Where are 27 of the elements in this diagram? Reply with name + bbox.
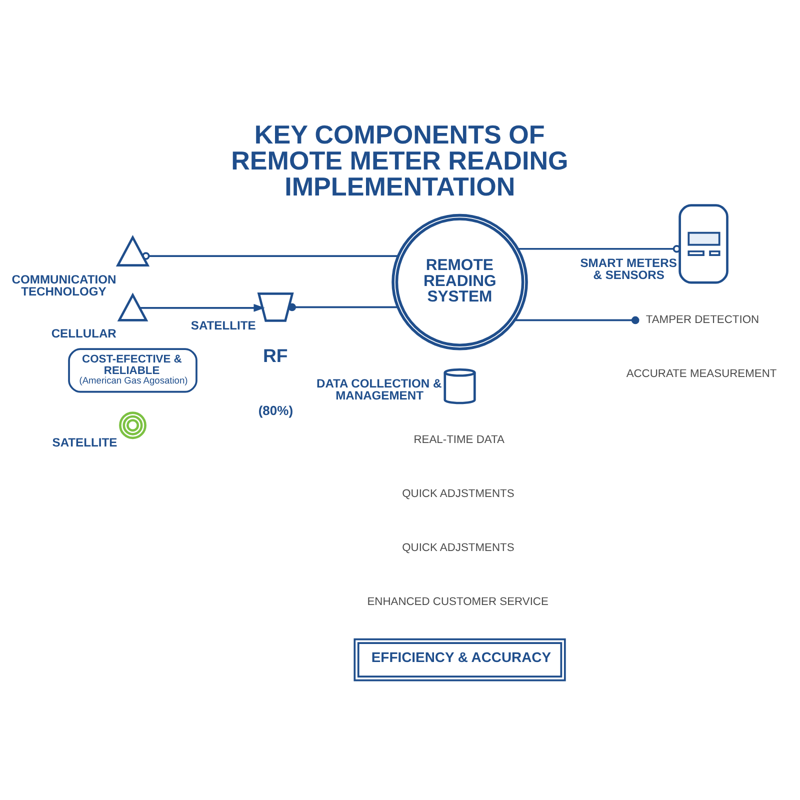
node-box: EFFICIENCY & ACCURACY: [354, 638, 566, 682]
node-label: CELLULAR: [51, 326, 116, 340]
connector: [288, 303, 398, 312]
node-box: COST-EFECTIVE & RELIABLE (American Gas Agosation): [68, 348, 198, 393]
node-picture: [119, 412, 146, 440]
connector: [518, 244, 681, 253]
node-label: COMMUNICATION TECHNOLOGY: [12, 272, 116, 298]
arrow: [140, 304, 265, 312]
node-picture: [117, 292, 148, 322]
label: RF: [263, 345, 288, 366]
label: (80%): [258, 402, 294, 418]
node-label: SMART METERS & SENSORS: [580, 256, 677, 282]
node-picture: [678, 204, 728, 284]
label: ENHANCED CUSTOMER SERVICE: [367, 596, 548, 608]
node-label: SATELLITE: [52, 436, 118, 450]
label: QUICK ADJSTMENTS: [402, 488, 514, 500]
node-label: SATELLITE: [190, 318, 256, 332]
label: ACCURATE MEASUREMENT: [626, 368, 777, 380]
node-picture: [257, 292, 294, 322]
connector: [514, 316, 640, 324]
node-text: TAMPER DETECTION: [646, 314, 760, 326]
node-label: DATA COLLECTION & MANAGEMENT: [316, 376, 442, 403]
diagram-title: KEY COMPONENTS OF REMOTE METER READING IMPLEMENTATION: [231, 119, 568, 202]
node-circle: REMOTE READING SYSTEM: [392, 214, 528, 350]
label: QUICK ADJSTMENTS: [402, 542, 514, 554]
connector: [142, 252, 398, 260]
label: REAL-TIME DATA: [414, 434, 504, 446]
